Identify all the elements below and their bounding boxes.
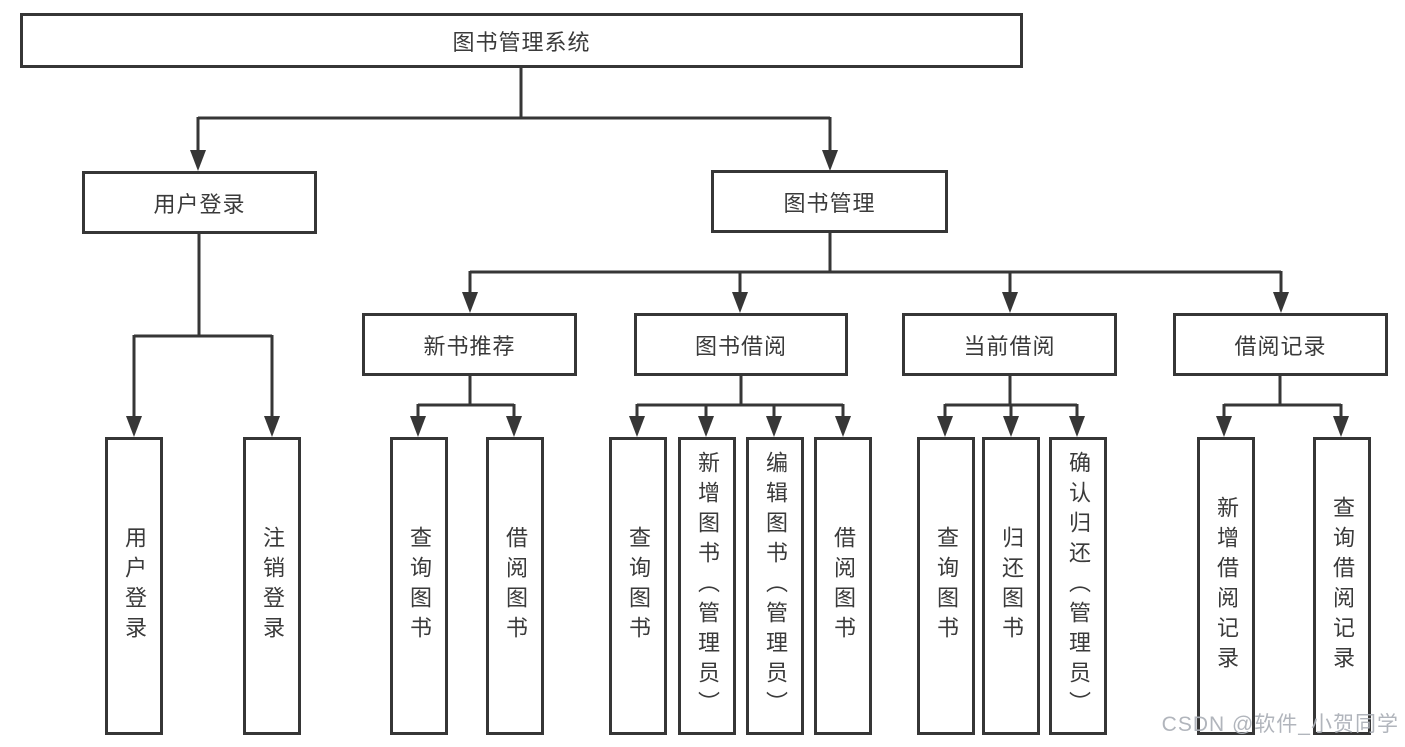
leaf-edit-book-admin: 编辑图书（管理员） bbox=[746, 437, 804, 735]
leaf-query-book-recommend-label: 查询图书 bbox=[407, 526, 432, 646]
node-new-book-recommend: 新书推荐 bbox=[362, 313, 577, 376]
arrowheads bbox=[126, 150, 1349, 437]
leaf-logout-login: 注销登录 bbox=[243, 437, 301, 735]
leaf-query-borrow-record-label: 查询借阅记录 bbox=[1330, 496, 1355, 676]
leaf-confirm-return-admin: 确认归还（管理员） bbox=[1049, 437, 1107, 735]
leaf-query-book-borrow: 查询图书 bbox=[609, 437, 667, 735]
leaf-query-book-borrow-label: 查询图书 bbox=[626, 526, 651, 646]
leaf-borrow-book-label: 借阅图书 bbox=[831, 526, 856, 646]
node-borrow-record: 借阅记录 bbox=[1173, 313, 1388, 376]
node-user-login: 用户登录 bbox=[82, 171, 317, 234]
node-system-root: 图书管理系统 bbox=[20, 13, 1023, 68]
leaf-query-book-recommend: 查询图书 bbox=[390, 437, 448, 735]
leaf-user-login: 用户登录 bbox=[105, 437, 163, 735]
node-book-borrow-label: 图书借阅 bbox=[694, 333, 787, 359]
leaf-add-borrow-record-label: 新增借阅记录 bbox=[1214, 496, 1239, 676]
leaf-borrow-book-recommend-label: 借阅图书 bbox=[503, 526, 528, 646]
leaf-query-borrow-record: 查询借阅记录 bbox=[1313, 437, 1371, 735]
leaf-logout-login-label: 注销登录 bbox=[260, 526, 285, 646]
node-user-login-label: 用户登录 bbox=[153, 191, 246, 217]
leaf-add-book-admin-label: 新增图书（管理员） bbox=[695, 451, 720, 721]
leaf-add-borrow-record: 新增借阅记录 bbox=[1197, 437, 1255, 735]
leaf-add-book-admin: 新增图书（管理员） bbox=[678, 437, 736, 735]
leaf-borrow-book: 借阅图书 bbox=[814, 437, 872, 735]
node-book-management: 图书管理 bbox=[711, 170, 948, 233]
node-borrow-record-label: 借阅记录 bbox=[1234, 333, 1327, 359]
leaf-edit-book-admin-label: 编辑图书（管理员） bbox=[763, 451, 788, 721]
csdn-watermark: CSDN @软件_小贺同学 bbox=[1161, 713, 1399, 736]
leaf-borrow-book-recommend: 借阅图书 bbox=[486, 437, 544, 735]
leaf-return-book: 归还图书 bbox=[982, 437, 1040, 735]
node-system-root-label: 图书管理系统 bbox=[452, 29, 591, 55]
leaf-query-book-current: 查询图书 bbox=[917, 437, 975, 735]
node-current-borrow-label: 当前借阅 bbox=[963, 333, 1056, 359]
node-book-management-label: 图书管理 bbox=[783, 190, 876, 216]
leaf-user-login-label: 用户登录 bbox=[122, 526, 147, 646]
leaf-return-book-label: 归还图书 bbox=[999, 526, 1024, 646]
node-new-book-recommend-label: 新书推荐 bbox=[423, 333, 516, 359]
node-book-borrow: 图书借阅 bbox=[634, 313, 848, 376]
leaf-confirm-return-admin-label: 确认归还（管理员） bbox=[1066, 451, 1091, 721]
node-current-borrow: 当前借阅 bbox=[902, 313, 1117, 376]
leaf-query-book-current-label: 查询图书 bbox=[934, 526, 959, 646]
